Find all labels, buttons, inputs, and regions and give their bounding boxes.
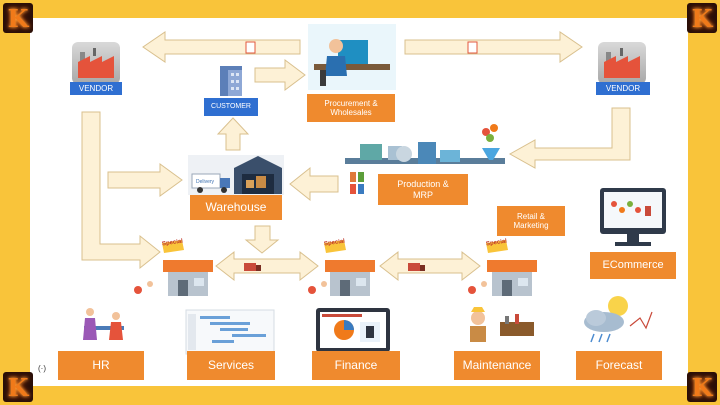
monitor-icon xyxy=(600,188,666,246)
corner-badge-top-left: K xyxy=(3,3,33,33)
weather-cloud-icon xyxy=(584,296,653,343)
vendor-left-label: VENDOR xyxy=(70,82,122,95)
customer-label: CUSTOMER xyxy=(204,98,258,116)
arrow-production-to-warehouse xyxy=(289,166,339,202)
corner-badge-bottom-right: K xyxy=(687,372,717,402)
arrow-procurement-to-vendor-right xyxy=(404,31,583,63)
warehouse-truck-icon xyxy=(188,155,284,195)
finance-dashboard-icon xyxy=(316,308,390,352)
module-maintenance: Maintenance xyxy=(454,351,540,380)
arrow-procurement-to-vendor-left xyxy=(142,31,301,63)
gantt-chart-icon xyxy=(185,309,275,355)
delivery-text: Delivery xyxy=(196,179,215,185)
arrow-store-middle-to-retail xyxy=(379,250,481,282)
warehouse-label: Warehouse xyxy=(190,195,282,220)
arrow-warehouse-to-store xyxy=(244,225,280,254)
store-icon-middle xyxy=(308,240,375,296)
module-hr: HR xyxy=(58,351,144,380)
retail-label: Retail & Marketing xyxy=(497,206,565,236)
ecommerce-label: ECommerce xyxy=(590,252,676,279)
arrow-warehouse-to-customer xyxy=(216,117,250,151)
store-icon-retail xyxy=(468,240,537,296)
module-services: Services xyxy=(187,351,275,380)
truck-icon xyxy=(244,263,425,271)
module-finance: Finance xyxy=(312,351,400,380)
arrow-vendor-left-to-store xyxy=(81,111,161,270)
procurement-label: Procurement & Wholesales xyxy=(307,94,395,122)
arrow-vendor-right-to-production xyxy=(508,107,631,169)
footer-glyph: (·) xyxy=(38,364,46,373)
vendor-right-label: VENDOR xyxy=(596,82,650,95)
building-icon xyxy=(220,66,242,96)
arrow-to-warehouse xyxy=(107,163,183,197)
module-forecast: Forecast xyxy=(576,351,662,380)
document-icon xyxy=(245,41,478,54)
store-icon-left xyxy=(134,240,213,296)
production-line-icon xyxy=(345,124,505,194)
production-label: Production & MRP xyxy=(378,174,468,205)
arrow-customer-to-procurement xyxy=(254,59,306,91)
corner-badge-bottom-left: K xyxy=(3,372,33,402)
maintenance-worker-icon xyxy=(470,307,534,342)
factory-icon-left xyxy=(72,42,120,84)
hr-meeting-icon xyxy=(83,308,124,340)
office-worker-icon xyxy=(308,24,396,90)
corner-badge-top-right: K xyxy=(687,3,717,33)
factory-icon-right xyxy=(598,42,646,84)
arrow-store-left-to-store-middle xyxy=(215,250,319,282)
